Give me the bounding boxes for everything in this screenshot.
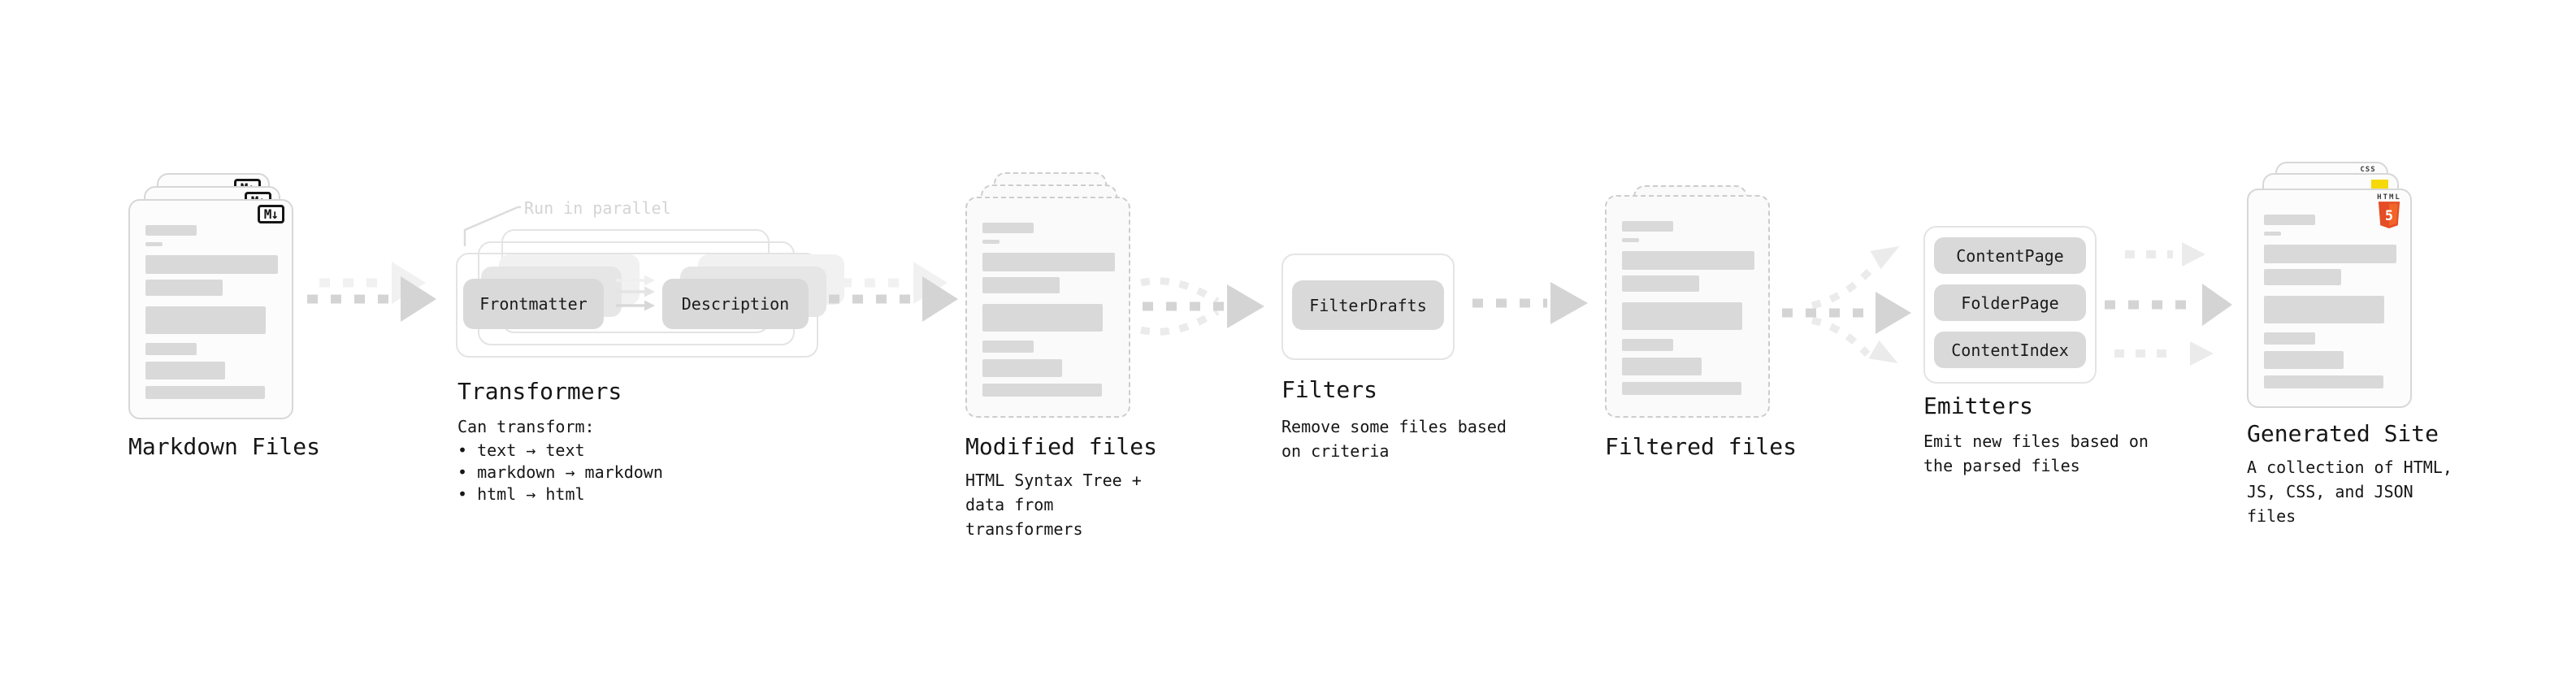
placeholder-text-bar [1622, 302, 1742, 330]
placeholder-text-bar [2264, 245, 2396, 263]
stage-title-emitters: Emitters [1923, 393, 2033, 419]
filters-desc: Remove some files based on criteria [1281, 417, 1507, 461]
stage-transformers: Run in parallel Frontmatter Description … [456, 197, 844, 522]
content-bars [1622, 197, 1757, 416]
placeholder-text-bar [145, 242, 163, 246]
placeholder-text-bar [145, 225, 197, 236]
file-card-front [1605, 195, 1770, 418]
content-bars [2264, 190, 2399, 406]
placeholder-text-bar [982, 223, 1034, 233]
placeholder-text-bar [2264, 215, 2315, 225]
content-bars [145, 201, 280, 418]
stage-title-modified: Modified files [965, 433, 1158, 460]
placeholder-text-bar [145, 386, 265, 399]
frontmatter-box: Frontmatter [463, 279, 604, 329]
filterdrafts-box: FilterDrafts [1292, 280, 1444, 330]
file-card-front: M↓ [128, 199, 293, 419]
contentpage-box: ContentPage [1934, 237, 2086, 274]
bullet-item: • html → html [458, 484, 585, 504]
placeholder-text-bar [2264, 332, 2315, 345]
placeholder-text-bar [145, 255, 278, 274]
stage-filtered-files: Filtered files [1605, 185, 1808, 527]
placeholder-text-bar [1622, 238, 1639, 242]
bullet-item: • text → text [458, 440, 585, 460]
stage-title-markdown: Markdown Files [128, 433, 321, 460]
arrow-filtered-to-emitters [1782, 246, 1911, 363]
modified-desc: HTML Syntax Tree + data from transformer… [965, 471, 1142, 539]
placeholder-text-bar [2264, 375, 2383, 388]
file-card-front [965, 197, 1130, 418]
placeholder-text-bar [982, 253, 1115, 271]
placeholder-text-bar [982, 304, 1103, 332]
placeholder-text-bar [2264, 232, 2281, 236]
placeholder-text-bar [982, 340, 1034, 353]
stage-emitters: ContentPage FolderPage ContentIndex Emit… [1923, 226, 2167, 486]
arrow-filters-to-filtered [1472, 282, 1588, 324]
placeholder-text-bar [1622, 382, 1741, 395]
contentindex-box: ContentIndex [1934, 332, 2086, 368]
stage-filters: FilterDrafts Filters Remove some files b… [1281, 254, 1525, 465]
stage-generated-site: CSS HTML 5 Generated Site A collection o… [2247, 162, 2458, 526]
placeholder-text-bar [1622, 339, 1673, 351]
arrow-transformers-to-modified [829, 262, 958, 322]
placeholder-text-bar [982, 359, 1062, 377]
placeholder-text-bar [1622, 358, 1702, 375]
note-leader-line [463, 206, 521, 246]
placeholder-text-bar [145, 306, 266, 334]
transformers-bullet-list: • text → text • markdown → markdown • ht… [458, 440, 663, 505]
arrow-emitters-to-generated [2105, 242, 2232, 366]
bullet-item: • markdown → markdown [458, 462, 663, 482]
run-in-parallel-note: Run in parallel [524, 198, 671, 218]
description-box: Description [662, 279, 809, 329]
svg-text:5: 5 [2385, 207, 2393, 223]
placeholder-text-bar [145, 280, 223, 296]
stage-title-filters: Filters [1281, 376, 1378, 403]
placeholder-text-bar [2264, 269, 2341, 285]
placeholder-text-bar [1622, 275, 1699, 292]
placeholder-text-bar [2264, 296, 2384, 323]
arrow-markdown-to-transformers [307, 262, 436, 322]
stage-title-filtered: Filtered files [1605, 433, 1798, 460]
placeholder-text-bar [145, 343, 197, 355]
placeholder-text-bar [982, 277, 1060, 293]
emitters-desc: Emit new files based on the parsed files [1923, 432, 2149, 475]
placeholder-text-bar [1622, 251, 1754, 270]
transformers-desc-heading: Can transform: [458, 417, 595, 436]
placeholder-text-bar [145, 362, 225, 380]
markdown-icon: M↓ [257, 205, 284, 223]
parallel-arrows-icon [616, 275, 655, 311]
stage-title-generated: Generated Site [2247, 420, 2439, 447]
placeholder-text-bar [1622, 221, 1673, 232]
stage-modified-files: Modified files HTML Syntax Tree + data f… [965, 172, 1169, 539]
folderpage-box: FolderPage [1934, 284, 2086, 321]
stage-title-transformers: Transformers [458, 378, 622, 405]
placeholder-text-bar [982, 240, 1000, 244]
placeholder-text-bar [982, 384, 1102, 397]
placeholder-text-bar [2264, 351, 2344, 369]
stage-markdown-files: M↓ M↓ M↓ Markdown Files [128, 173, 332, 514]
content-bars [982, 198, 1117, 416]
file-card-front: HTML 5 [2247, 189, 2412, 408]
html5-icon: HTML 5 [2374, 194, 2404, 232]
arrow-modified-to-filters [1140, 277, 1264, 336]
generated-desc: A collection of HTML, JS, CSS, and JSON … [2247, 458, 2452, 526]
